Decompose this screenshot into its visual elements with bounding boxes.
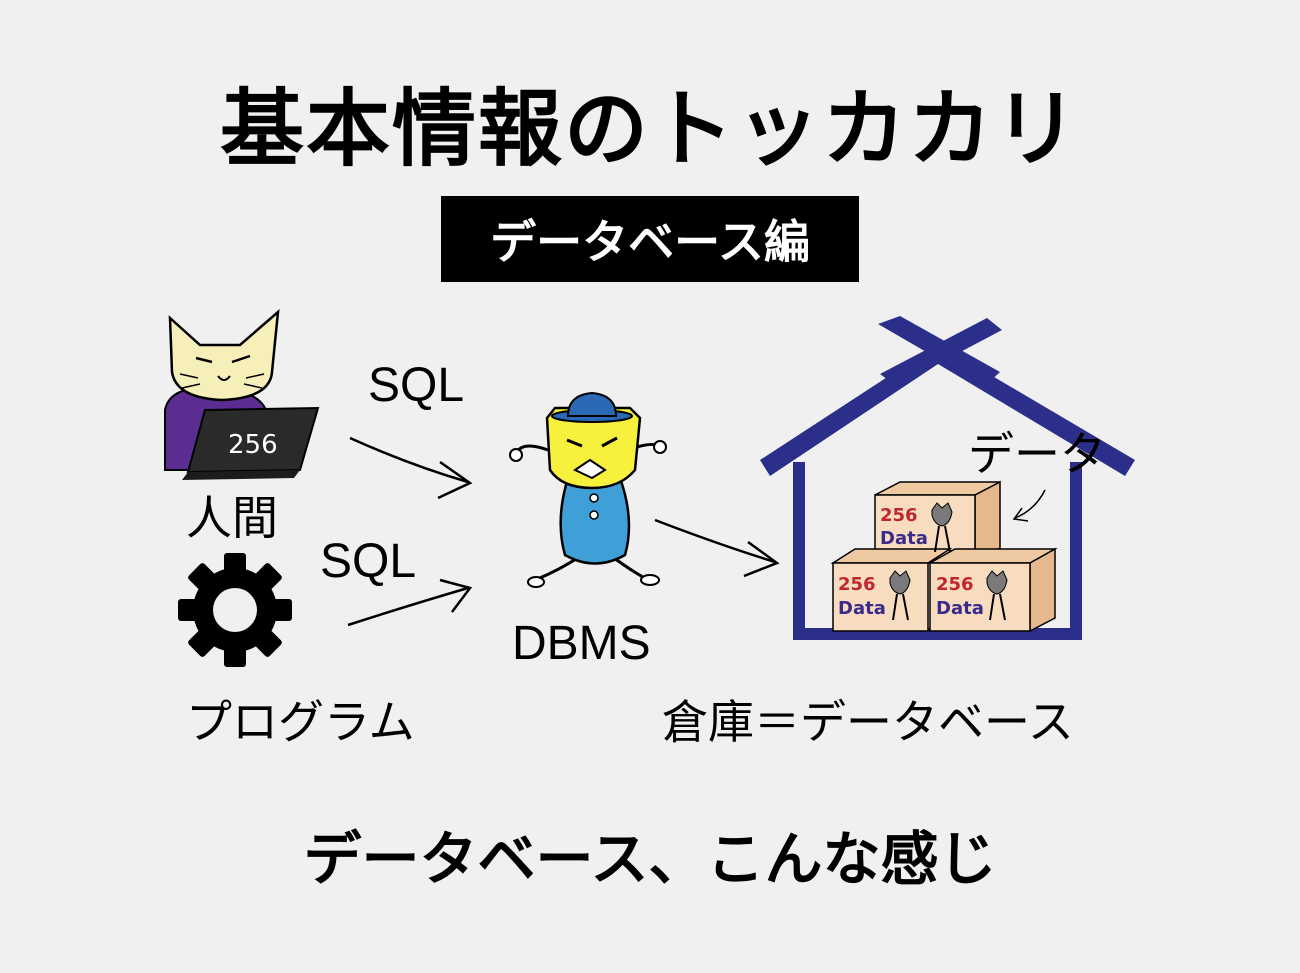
warehouse-house-icon [760, 316, 1135, 640]
data-label: データ [968, 427, 1106, 481]
warehouse-caption: 倉庫＝データベース [662, 695, 1074, 749]
box-right-number: 256 [936, 574, 974, 595]
box-top-data: Data [880, 528, 928, 549]
dbms-label: DBMS [512, 617, 651, 670]
laptop-icon [182, 406, 320, 480]
human-label: 人間 [186, 491, 278, 545]
box-cat-icon [889, 502, 1008, 621]
program-label: プログラム [186, 695, 415, 749]
box-top-number: 256 [880, 505, 918, 526]
dbms-character-icon [509, 391, 667, 588]
subtitle-banner: データベース編 [441, 196, 859, 282]
laptop-screen-text: 256 [228, 430, 278, 460]
data-box-bottom-left [830, 548, 953, 632]
sql-label-top: SQL [368, 359, 465, 412]
sql-label-bottom: SQL [320, 535, 417, 588]
box-left-data: Data [838, 598, 886, 619]
sql-arrow-bottom [347, 578, 473, 627]
box-left-number: 256 [838, 574, 876, 595]
data-box-bottom-right [927, 547, 1058, 633]
gear-icon [178, 553, 292, 667]
dbms-arrow [654, 518, 780, 578]
subtitle-text: データベース編 [490, 215, 810, 269]
sql-arrow-top [349, 436, 473, 500]
data-pointer-arrow [1012, 489, 1046, 522]
box-right-data: Data [936, 598, 984, 619]
bottom-caption: データベース、こんな感じ [303, 825, 997, 893]
page-title: 基本情報のトッカカリ [219, 80, 1080, 178]
